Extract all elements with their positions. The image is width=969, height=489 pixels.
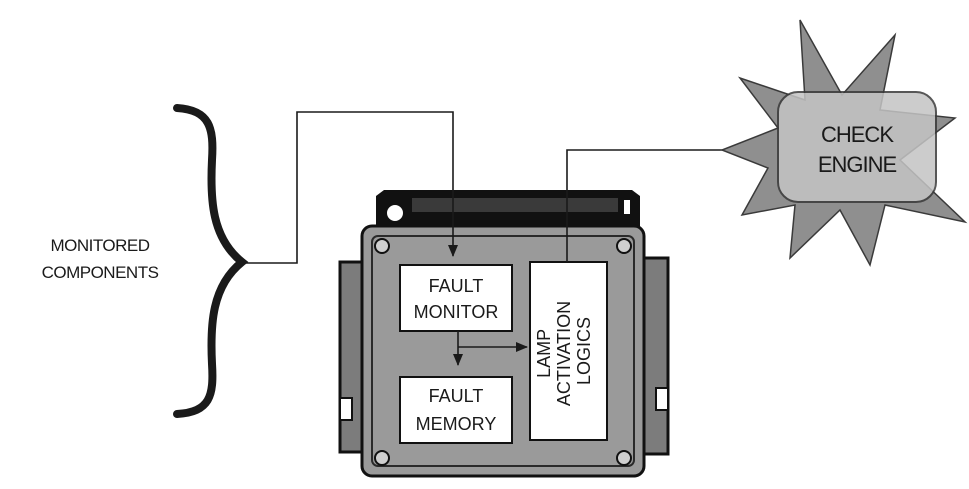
fault-monitor-box: FAULT MONITOR — [399, 264, 513, 332]
screw-top-right — [616, 238, 632, 254]
connector-mount-hole — [385, 203, 405, 223]
check-engine-label-line2: ENGINE — [818, 152, 897, 177]
monitored-components-label: MONITORED — [50, 236, 149, 255]
screw-bottom-right — [616, 450, 632, 466]
fault-monitor-label: FAULT — [429, 276, 484, 296]
components-to-fault-monitor-line — [242, 111, 458, 264]
fault-monitor-label-line2: MONITOR — [414, 302, 499, 322]
monitored-components-label-line2: COMPONENTS — [42, 263, 159, 282]
lamp-logics-to-check-engine-line — [566, 145, 778, 262]
lamp-activation-logics-label: LAMP ACTIVATION LOGICS — [534, 296, 594, 406]
fault-memory-label-line2: MEMORY — [416, 414, 497, 434]
lamp-activation-logics-box: LAMP ACTIVATION LOGICS — [529, 261, 608, 441]
screw-bottom-left — [374, 450, 390, 466]
fault-memory-box: FAULT MEMORY — [399, 376, 513, 444]
screw-top-left — [374, 238, 390, 254]
check-engine-label: CHECK — [821, 122, 894, 147]
monitored-components-brace — [173, 104, 249, 418]
check-engine-lamp-panel — [777, 91, 937, 203]
ecu-connector — [376, 190, 640, 228]
fault-memory-label: FAULT — [429, 386, 484, 406]
check-engine-lamp: CHECK ENGINE — [719, 19, 968, 268]
